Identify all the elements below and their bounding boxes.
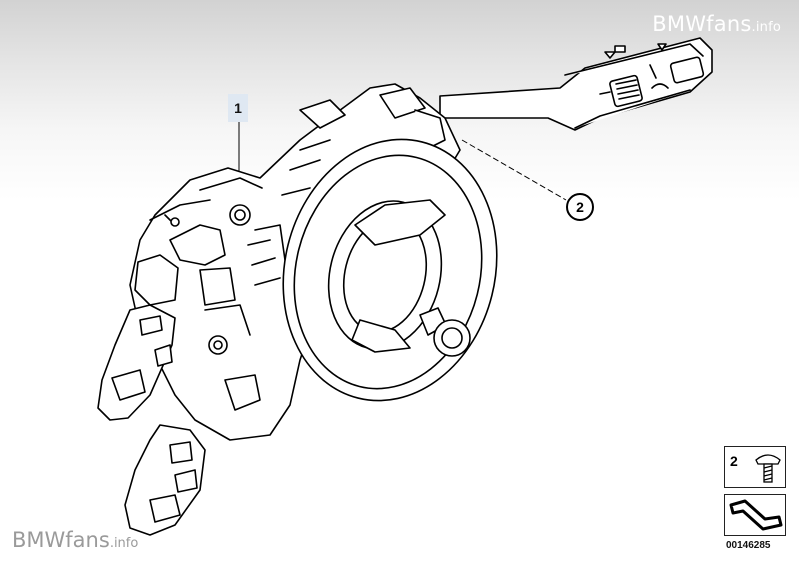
cruise-control-stalk <box>124 424 206 536</box>
watermark-top: BMWfans.info <box>652 12 781 36</box>
connector-loop <box>419 307 471 357</box>
watermark-suffix: .info <box>751 20 781 35</box>
watermark-brand: BMWfans <box>652 12 752 36</box>
legend-box: 2 <box>724 446 786 488</box>
wiper-stalk <box>439 37 713 131</box>
turn-signal-stalk <box>97 254 179 421</box>
legend-number: 2 <box>730 453 738 469</box>
bent-arrow-icon <box>729 499 783 531</box>
reference-number: 00146285 <box>726 540 771 551</box>
callout-2: 2 <box>566 193 594 221</box>
watermark-bottom: BMWfans.info <box>12 528 138 552</box>
watermark-suffix-bottom: .info <box>109 536 139 551</box>
symbol-box <box>724 494 786 536</box>
leader-line-2 <box>461 139 567 201</box>
part-label-1: 1 <box>228 94 248 122</box>
watermark-brand-bottom: BMWfans <box>12 528 110 552</box>
screw-icon <box>755 454 781 483</box>
